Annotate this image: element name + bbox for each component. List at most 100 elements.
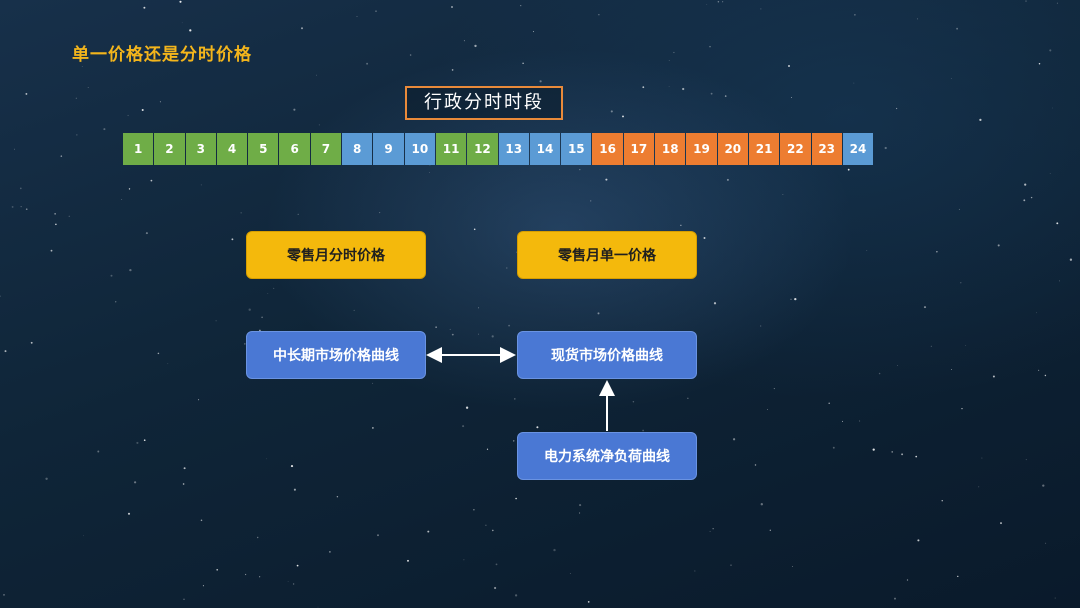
star [901,453,904,456]
star [553,548,556,552]
star [81,66,83,68]
star [957,575,959,578]
net-load-curve-box: 电力系统净负荷曲线 [517,432,697,480]
star [375,10,377,12]
star [941,500,943,502]
star [936,251,938,253]
star [141,108,144,112]
star [790,298,792,300]
star [25,92,28,95]
star [259,576,261,578]
retail-single-price-box: 零售月单一价格 [517,231,697,279]
star [515,497,517,500]
star [429,172,430,173]
star [997,244,1000,247]
star [353,309,355,311]
star [1044,374,1047,377]
hour-cell: 21 [748,133,780,165]
star [372,427,374,429]
hour-cell: 19 [686,133,717,165]
star [198,399,200,401]
star [50,249,53,252]
star [427,530,430,533]
star [579,168,581,171]
star [451,6,453,8]
star [76,134,78,136]
star [514,594,518,597]
star [866,250,868,251]
star [587,601,590,603]
star [712,528,714,530]
hour-cell: 9 [373,133,404,165]
star [68,215,70,217]
star [54,213,56,215]
star [1049,173,1051,175]
star [896,364,898,366]
star [1042,484,1045,487]
star [103,128,106,131]
star [127,512,131,515]
star [981,457,983,459]
star [960,282,962,284]
star [717,1,720,3]
star [159,101,161,103]
star [853,82,855,84]
star [293,108,296,111]
star [788,65,790,67]
star [19,187,22,190]
star [1025,0,1027,2]
star [127,114,129,117]
star [451,333,454,336]
star [782,194,784,195]
star [462,425,465,428]
star [1038,369,1040,371]
star [1052,107,1054,109]
star [792,566,793,567]
star [75,97,77,99]
star [1059,280,1060,282]
spot-market-curve-box: 现货市场价格曲线 [517,331,697,379]
star [256,536,259,539]
star [569,573,571,574]
star [598,14,600,16]
hour-cell: 18 [655,133,686,165]
star [451,69,454,71]
star [121,199,123,200]
star [917,539,920,542]
hour-cell: 2 [154,133,185,165]
star [273,287,275,289]
star [296,564,299,567]
star [878,372,881,375]
star [200,184,202,186]
star [694,570,696,572]
star [978,486,980,488]
star [82,535,84,537]
star [790,96,792,98]
star [133,481,137,484]
star [202,585,204,587]
star [923,306,927,309]
star [703,237,706,239]
hour-cell: 17 [623,133,655,165]
star [129,268,132,272]
star [992,375,995,378]
star [379,212,381,214]
slide-title: 单一价格还是分时价格 [72,45,252,65]
star [895,107,898,110]
star [1056,2,1058,4]
star [290,465,294,468]
star [216,568,219,571]
star [709,45,711,48]
star [150,179,153,182]
star [726,178,729,181]
star [828,402,830,405]
star [958,208,960,210]
star [950,78,952,79]
star [1000,522,1002,525]
star [377,534,379,537]
star [1045,542,1047,544]
star [478,333,479,335]
star [179,0,182,3]
star [687,397,689,399]
